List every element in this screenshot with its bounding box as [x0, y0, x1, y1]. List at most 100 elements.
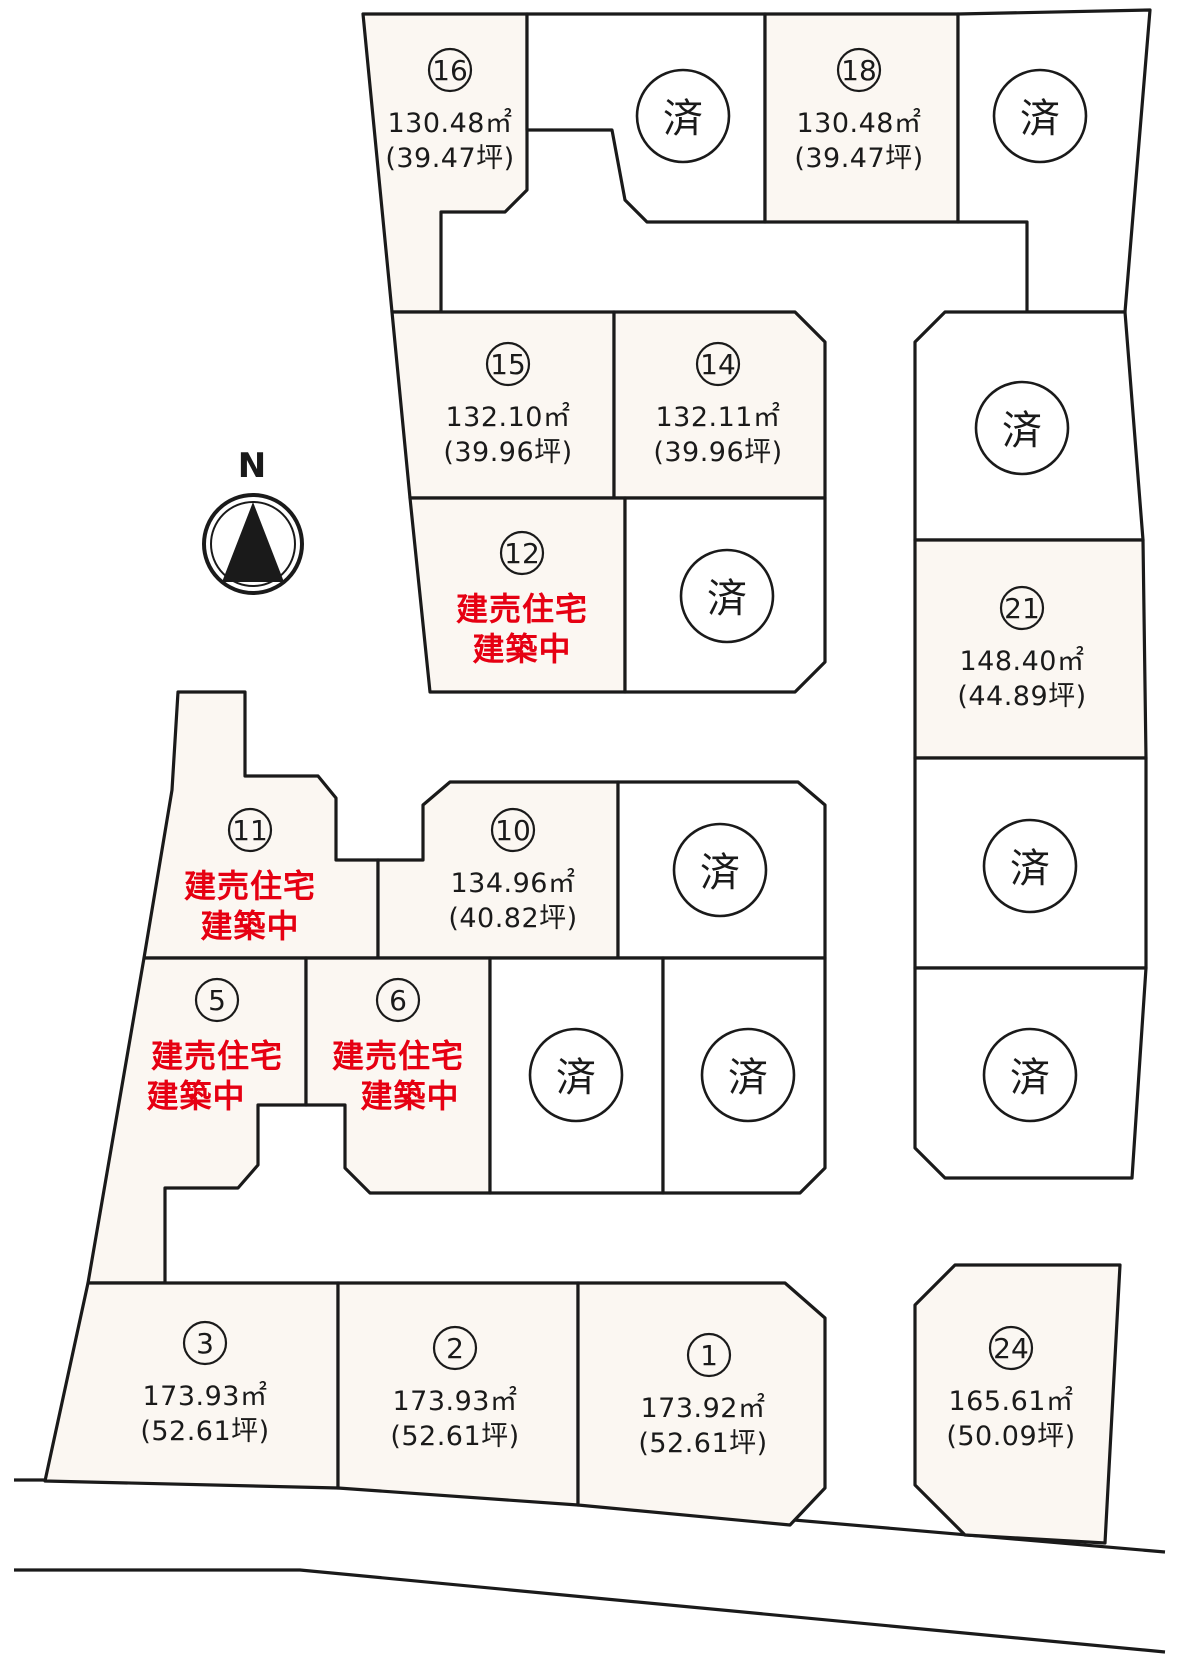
lot-status-line2: 建築中 — [146, 1077, 245, 1115]
lot-18[interactable]: 18 130.48㎡ (39.47坪) — [763, 12, 960, 224]
lot-number: 18 — [841, 54, 877, 87]
sold-mark: 済 — [707, 576, 747, 622]
sold-mark: 済 — [556, 1055, 596, 1101]
sold-mark: 済 — [1020, 96, 1060, 142]
lot-number-circle — [999, 585, 1045, 631]
lot-number: 16 — [432, 54, 468, 87]
lot-tsubo: (52.61坪) — [140, 1416, 269, 1447]
lot-area: 148.40㎡ — [960, 646, 1085, 677]
lot-14-shape — [612, 310, 827, 500]
lot-tsubo: (40.82坪) — [448, 903, 577, 934]
lot-9[interactable]: 済 — [616, 780, 827, 960]
lot-5[interactable]: 5 建売住宅 建築中 — [86, 956, 308, 1285]
sold-mark-circle — [700, 1027, 796, 1123]
sold-mark-circle — [974, 380, 1070, 476]
sold-mark: 済 — [1010, 846, 1050, 892]
lot-area: 130.48㎡ — [797, 108, 922, 139]
sold-mark-circle — [635, 68, 731, 164]
lot-status-line2: 建築中 — [360, 1077, 459, 1115]
sold-mark-circle — [982, 1027, 1078, 1123]
sold-mark: 済 — [728, 1055, 768, 1101]
lot-1-shape — [576, 1281, 827, 1527]
lot-status-line2: 建築中 — [472, 630, 571, 668]
sold-mark: 済 — [1010, 1055, 1050, 1101]
lot-tsubo: (39.96坪) — [653, 437, 782, 468]
lot-number-circle — [182, 1320, 228, 1366]
sold-mark-circle — [679, 548, 775, 644]
lot-10[interactable]: 10 134.96㎡ (40.82坪) — [376, 780, 620, 960]
sold-mark: 済 — [1002, 408, 1042, 454]
lot-number: 1 — [700, 1339, 718, 1372]
lot-number: 11 — [232, 814, 268, 847]
lot-tsubo: (44.89坪) — [957, 681, 1086, 712]
lot-12[interactable]: 12 建売住宅 建築中 — [408, 496, 627, 694]
lot-area: 173.93㎡ — [143, 1381, 268, 1412]
lot-24[interactable]: 24 165.61㎡ (50.09坪) — [913, 1263, 1122, 1545]
lot-status-line1: 建売住宅 — [184, 867, 316, 905]
lot-number-circle — [375, 977, 421, 1023]
lot-number: 6 — [389, 984, 407, 1017]
lot-number: 2 — [446, 1332, 464, 1365]
lot-area: 132.11㎡ — [656, 402, 781, 433]
lot-number: 10 — [495, 814, 531, 847]
lot-tsubo: (39.47坪) — [385, 143, 514, 174]
lot-6[interactable]: 6 建売住宅 建築中 — [304, 956, 492, 1195]
lot-number-circle — [490, 807, 536, 853]
lot-number-circle — [836, 47, 882, 93]
lot-11-shape — [142, 690, 380, 960]
lot-number-circle — [695, 341, 741, 387]
north-compass: N — [202, 446, 304, 595]
lot-2[interactable]: 2 173.93㎡ (52.61坪) — [336, 1281, 580, 1507]
lot-tsubo: (52.61坪) — [638, 1428, 767, 1459]
lot-number: 5 — [208, 984, 226, 1017]
sold-mark-circle — [982, 818, 1078, 914]
sold-mark-circle — [992, 68, 1088, 164]
lot-tsubo: (50.09坪) — [946, 1421, 1075, 1452]
lot-23[interactable]: 済 — [913, 966, 1148, 1180]
sold-mark-circle — [528, 1027, 624, 1123]
lot-number-circle — [227, 807, 273, 853]
lot-number: 12 — [504, 537, 540, 570]
lot-17[interactable]: 済 — [525, 12, 767, 224]
lot-area: 173.92㎡ — [641, 1393, 766, 1424]
lot-area: 165.61㎡ — [949, 1386, 1074, 1417]
lot-status-line1: 建売住宅 — [456, 590, 588, 628]
lot-status-line1: 建売住宅 — [151, 1037, 283, 1075]
sold-mark-circle — [672, 822, 768, 918]
lot-status-line1: 建売住宅 — [332, 1037, 464, 1075]
lot-15[interactable]: 15 132.10㎡ (39.96坪) — [390, 310, 616, 500]
lot-number: 15 — [490, 348, 526, 381]
lot-number: 24 — [993, 1332, 1029, 1365]
lot-number-circle — [485, 341, 531, 387]
lot-16[interactable]: 16 130.48㎡ (39.47坪) — [361, 12, 529, 314]
lot-number-circle — [427, 47, 473, 93]
lot-number-circle — [686, 1332, 732, 1378]
lot-20[interactable]: 済 — [913, 310, 1145, 542]
north-arrow-icon — [222, 502, 284, 582]
lot-22[interactable]: 済 — [913, 756, 1148, 970]
lot-8[interactable]: 済 — [661, 956, 827, 1195]
lot-number: 14 — [700, 348, 736, 381]
lot-13[interactable]: 済 — [623, 496, 827, 694]
sold-mark: 済 — [663, 96, 703, 142]
lot-1[interactable]: 1 173.92㎡ (52.61坪) — [576, 1281, 827, 1527]
lot-14[interactable]: 14 132.11㎡ (39.96坪) — [612, 310, 827, 500]
lot-number-circle — [432, 1325, 478, 1371]
road-edge-lower — [14, 1568, 1166, 1654]
lot-area: 134.96㎡ — [451, 868, 576, 899]
lot-7[interactable]: 済 — [488, 956, 665, 1195]
lot-status-line2: 建築中 — [200, 907, 299, 945]
sold-mark: 済 — [700, 850, 740, 896]
lot-tsubo: (39.47坪) — [794, 143, 923, 174]
lot-area: 132.10㎡ — [446, 402, 571, 433]
north-letter: N — [238, 446, 266, 486]
lot-area: 173.93㎡ — [393, 1386, 518, 1417]
lot-tsubo: (39.96坪) — [443, 437, 572, 468]
lot-11[interactable]: 11 建売住宅 建築中 — [142, 690, 380, 960]
lot-21[interactable]: 21 148.40㎡ (44.89坪) — [913, 538, 1148, 760]
lot-number: 21 — [1004, 592, 1040, 625]
lot-19[interactable]: 済 — [956, 8, 1152, 314]
lot-3[interactable]: 3 173.93㎡ (52.61坪) — [43, 1281, 340, 1490]
lot-number-circle — [499, 530, 545, 576]
